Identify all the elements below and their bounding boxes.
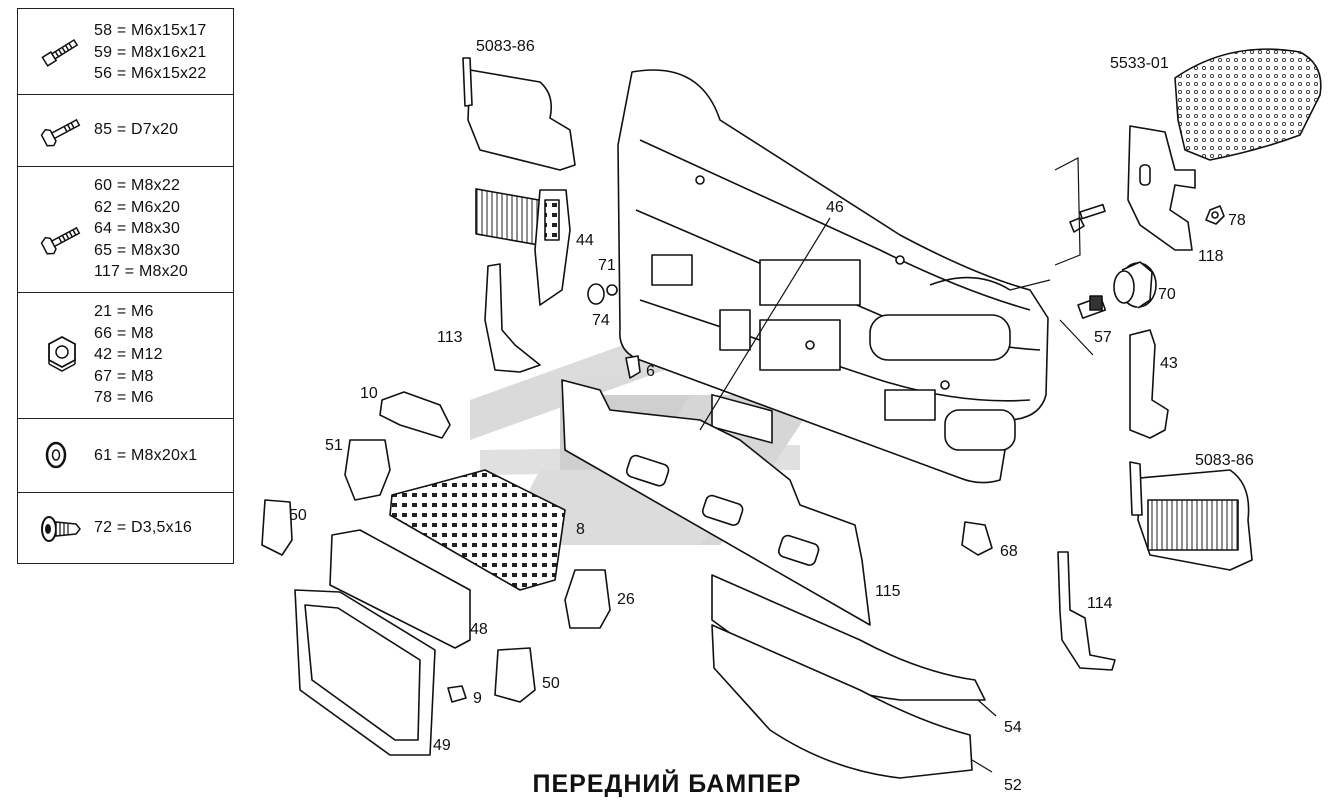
part-43-bracket [1129, 329, 1169, 439]
bolt-long-icon [41, 38, 79, 67]
plastic-rivet-icon [41, 516, 81, 542]
legend-spec: 117 = M8x20 [94, 263, 188, 280]
hex-bolt-icon [40, 118, 81, 147]
callout-70: 70 [1158, 286, 1176, 303]
callout-5083-86-right: 5083-86 [1195, 452, 1254, 469]
part-bolt-near-118 [1069, 203, 1106, 233]
legend-specs: 61 = M8x20x1 [94, 445, 229, 467]
part-51-hinge [344, 439, 391, 501]
callout-labels: 5083-86 5533-01 46 44 71 74 113 6 10 51 … [289, 38, 1254, 794]
callout-5083-86-left: 5083-86 [476, 38, 535, 55]
part-57-stud [1077, 295, 1107, 319]
callout-48: 48 [470, 621, 488, 638]
legend-spec: 21 = M6 [94, 303, 154, 320]
part-50-left-hinge [261, 499, 293, 556]
legend-spec: 78 = M6 [94, 389, 154, 406]
part-52-trim [711, 624, 973, 779]
legend-spec: 67 = M8 [94, 367, 154, 385]
part-46-bumper [617, 69, 1049, 484]
legend-row: 60 = M8x22 62 = M6x20 64 = M8x30 65 = M8… [18, 167, 233, 293]
callout-49: 49 [433, 737, 451, 754]
part-44-bracket [534, 189, 571, 306]
callout-50-left: 50 [289, 507, 307, 524]
part-5533-01-step [1127, 48, 1322, 251]
legend-specs: 85 = D7x20 [94, 119, 229, 141]
legend-row: 72 = D3,5x16 [18, 493, 233, 565]
callout-5533-01: 5533-01 [1110, 55, 1169, 72]
leader-lines [699, 157, 1094, 773]
legend-spec: 61 = M8x20x1 [94, 447, 198, 464]
part-70-rubber-buffer [1113, 261, 1157, 309]
callout-6: 6 [646, 363, 655, 380]
legend-spec: 66 = M8 [94, 324, 154, 342]
legend-specs: 60 = M8x22 62 = M6x20 64 = M8x30 65 = M8… [94, 175, 229, 283]
legend-spec: 42 = M12 [94, 346, 163, 363]
part-48-cover [329, 529, 471, 649]
fastener-legend-table: 58 = M6x15x17 59 = M8x16x21 56 = M6x15x2… [17, 8, 234, 564]
callout-26: 26 [617, 591, 635, 608]
legend-specs: 72 = D3,5x16 [94, 517, 229, 539]
part-5083-86-right-lamp [1129, 461, 1253, 571]
callout-57: 57 [1094, 329, 1112, 346]
part-78-nut [1205, 205, 1225, 225]
legend-spec: 58 = M6x15x17 [94, 22, 207, 39]
part-10-bracket [379, 391, 451, 439]
part-113-bracket [484, 263, 541, 373]
callout-115: 115 [875, 583, 901, 600]
legend-spec: 85 = D7x20 [94, 121, 179, 138]
callout-114: 114 [1087, 595, 1113, 612]
callout-9: 9 [473, 690, 482, 707]
legend-spec: 72 = D3,5x16 [94, 519, 193, 536]
callout-78: 78 [1228, 212, 1246, 229]
legend-specs: 21 = M6 66 = M8 42 = M12 67 = M8 78 = M6 [94, 301, 229, 409]
part-68-clip [961, 521, 993, 556]
legend-spec: 64 = M8x30 [94, 220, 181, 237]
part-8-strip [389, 469, 566, 591]
hex-nut-icon [48, 335, 76, 372]
legend-spec: 62 = M6x20 [94, 198, 181, 216]
part-9-clip [447, 685, 467, 703]
callout-54: 54 [1004, 719, 1022, 736]
part-26-hinge [564, 569, 611, 629]
legend-specs: 58 = M6x15x17 59 = M8x16x21 56 = M6x15x2… [94, 20, 229, 85]
callout-50-bottom: 50 [542, 675, 560, 692]
callout-71: 71 [598, 257, 616, 274]
part-114-bracket [1057, 551, 1116, 671]
part-49-frame [294, 589, 436, 756]
callout-10: 10 [360, 385, 378, 402]
legend-spec: 65 = M8x30 [94, 241, 181, 259]
part-115-panel [561, 379, 871, 626]
callout-44: 44 [576, 232, 594, 249]
part-6-clip [625, 355, 641, 379]
callout-113: 113 [437, 329, 463, 346]
legend-row: 61 = M8x20x1 [18, 419, 233, 493]
legend-row: 21 = M6 66 = M8 42 = M12 67 = M8 78 = M6 [18, 293, 233, 419]
diagram-title: ПЕРЕДНИЙ БАМПЕР [532, 770, 802, 798]
legend-spec: 60 = M8x22 [94, 177, 181, 194]
part-5083-86-left-lamp [462, 57, 576, 248]
callout-74: 74 [592, 312, 610, 329]
callout-68: 68 [1000, 543, 1018, 560]
callout-8: 8 [576, 521, 585, 538]
legend-spec: 56 = M6x15x22 [94, 65, 207, 82]
washer-icon [45, 441, 67, 469]
callout-118: 118 [1198, 248, 1224, 265]
callout-51: 51 [325, 437, 343, 454]
legend-row: 85 = D7x20 [18, 95, 233, 167]
hex-bolt-icon [40, 226, 81, 255]
part-50-bottom-hinge [494, 647, 536, 703]
callout-52: 52 [1004, 777, 1022, 794]
legend-spec: 59 = M8x16x21 [94, 43, 207, 61]
legend-row: 58 = M6x15x17 59 = M8x16x21 56 = M6x15x2… [18, 9, 233, 95]
callout-46: 46 [826, 199, 844, 216]
callout-43: 43 [1160, 355, 1178, 372]
part-71-74-grommet [587, 283, 618, 305]
